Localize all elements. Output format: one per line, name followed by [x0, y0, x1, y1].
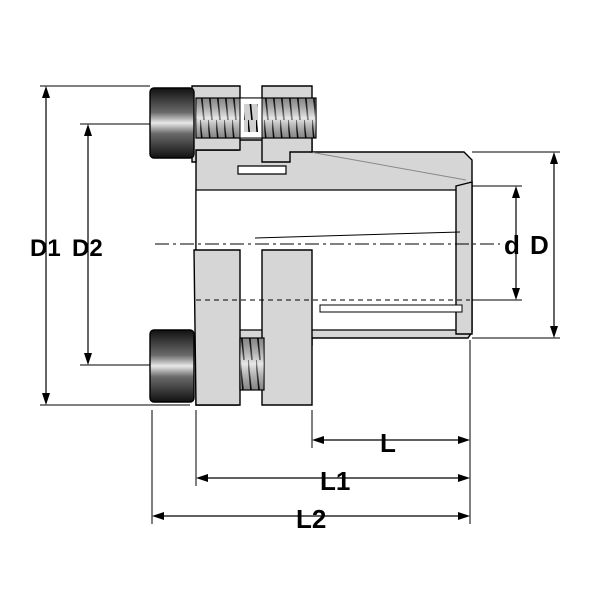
top-screw-head: [149, 87, 195, 159]
slit-line: [319, 304, 463, 313]
taper-line-top: [309, 151, 467, 181]
label-l1: L1: [320, 466, 350, 496]
bottom-screw-head: [149, 329, 195, 403]
label-l: L: [380, 428, 396, 458]
label-d2: D2: [72, 235, 103, 262]
ring-slot: [237, 165, 287, 175]
label-d1: D1: [30, 235, 61, 262]
taper-line: [254, 231, 461, 239]
pressure-ring-bottom: [261, 249, 313, 406]
outer-flange-bottom: [193, 249, 241, 406]
label-d-large: D: [530, 230, 549, 260]
label-d-small: d: [504, 230, 520, 260]
sleeve-lip: [455, 181, 473, 335]
label-l2: L2: [296, 504, 326, 534]
